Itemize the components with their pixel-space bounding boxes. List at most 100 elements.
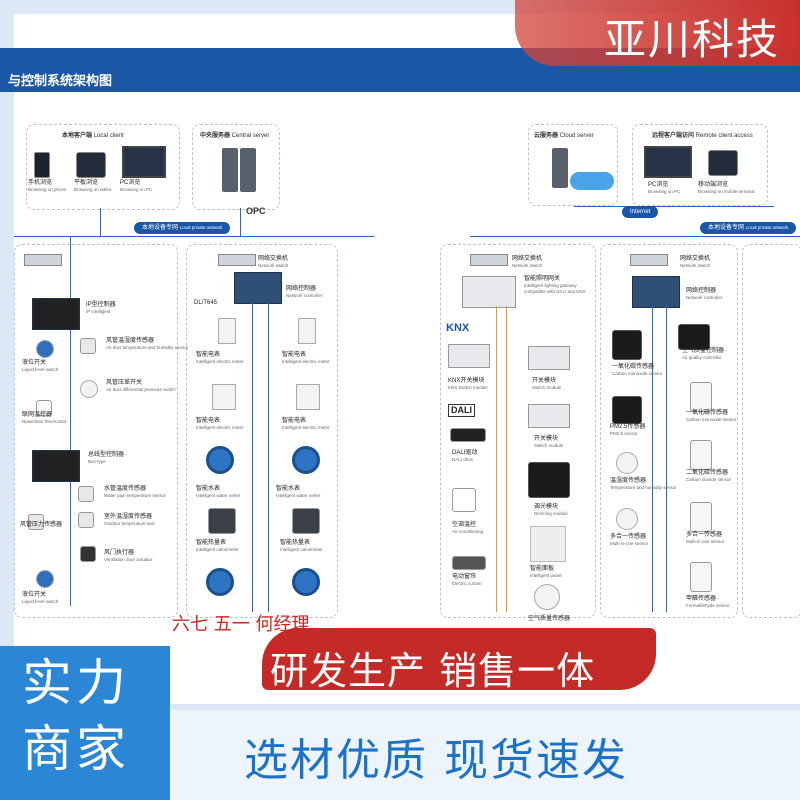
bus-line xyxy=(652,306,653,612)
network-line xyxy=(100,208,101,236)
duct-pressure-sensor-icon xyxy=(28,514,44,530)
server-icon xyxy=(222,148,238,192)
aq-sensor-label: 空气质量传感器 xyxy=(528,616,571,622)
panel-local-client-title: 本地客户端 Local client xyxy=(62,133,124,139)
duct-pressure-switch-icon xyxy=(80,380,98,398)
outdoor-sensor-icon xyxy=(78,512,94,528)
left-item-label: 风管压力传感器 xyxy=(20,522,63,528)
dimming-module-icon xyxy=(528,462,570,498)
brand-name: 亚川科技 xyxy=(603,15,780,64)
bus-line xyxy=(496,306,497,612)
duct-th-sensor-icon xyxy=(80,338,96,354)
panel-energy xyxy=(186,244,338,618)
slogan-ribbon xyxy=(262,628,656,690)
panel-air-quality xyxy=(600,244,738,618)
liquid-level-switch-icon xyxy=(36,570,54,588)
electric-meter-icon xyxy=(212,384,236,410)
knx-logo: KNX xyxy=(446,322,470,334)
aq-sensor-icon xyxy=(534,584,560,610)
network-line xyxy=(470,236,800,237)
knx-switch-module-icon xyxy=(448,344,490,368)
water-meter-icon xyxy=(206,568,234,596)
mobile-terminal-icon xyxy=(708,150,738,176)
network-switch-icon xyxy=(218,254,256,266)
diagram-title: 与控制系统架构图 xyxy=(8,73,113,88)
dali-drive-icon xyxy=(450,428,486,442)
electric-meter-icon xyxy=(218,318,236,344)
internet-pill: Internet xyxy=(622,206,659,218)
opc-logo: OPC xyxy=(246,206,266,216)
th-sensor-icon xyxy=(616,452,638,474)
pc-monitor-icon xyxy=(122,146,166,178)
panel-central-server-title: 中央服务器 Central server xyxy=(200,133,270,139)
remote-pc-icon xyxy=(644,146,692,178)
network-switch-icon xyxy=(630,254,668,266)
co-sensor-right-icon xyxy=(690,382,712,412)
panel-right-edge xyxy=(742,244,800,618)
server-icon xyxy=(240,148,256,192)
phone-icon xyxy=(34,152,50,178)
lighting-gateway-icon xyxy=(462,276,516,308)
panel-remote-client xyxy=(632,124,768,206)
panel-hvac xyxy=(14,244,178,618)
calorimeter-icon xyxy=(292,508,320,534)
network-controller-icon xyxy=(632,276,680,308)
pm25-sensor-icon xyxy=(612,396,642,424)
slogan-ribbon-text: 研发生产 销售一体 xyxy=(270,649,596,693)
network-controller-icon xyxy=(234,272,282,304)
diagram-sheet xyxy=(14,14,800,704)
cloud-server-icon xyxy=(552,148,568,188)
panel-cloud-server-title: 云服务器 Cloud server xyxy=(534,133,594,139)
bus-line xyxy=(506,306,507,612)
bottom-band xyxy=(170,710,800,800)
calorimeter-icon xyxy=(208,508,236,534)
damper-actuator-icon xyxy=(80,546,96,562)
electric-meter-icon xyxy=(296,384,320,410)
switch-module-icon xyxy=(528,346,570,370)
network-line xyxy=(14,236,374,237)
aq-controller-icon xyxy=(678,324,710,350)
cloud-icon xyxy=(570,172,614,190)
water-meter-icon xyxy=(206,446,234,474)
internet-line xyxy=(574,206,774,207)
panel-remote-client-title: 远程客户端访问 Remote client access xyxy=(652,133,753,139)
panel-cloud-server xyxy=(528,124,618,206)
brand-banner xyxy=(515,0,800,66)
liquid-level-switch-icon xyxy=(36,340,54,358)
multi-sensor-right-icon xyxy=(690,502,712,532)
hcho-sensor-icon xyxy=(690,562,712,592)
bus-line xyxy=(268,302,269,612)
dali-logo: DALI xyxy=(448,404,475,417)
co-sensor-icon xyxy=(612,330,642,360)
